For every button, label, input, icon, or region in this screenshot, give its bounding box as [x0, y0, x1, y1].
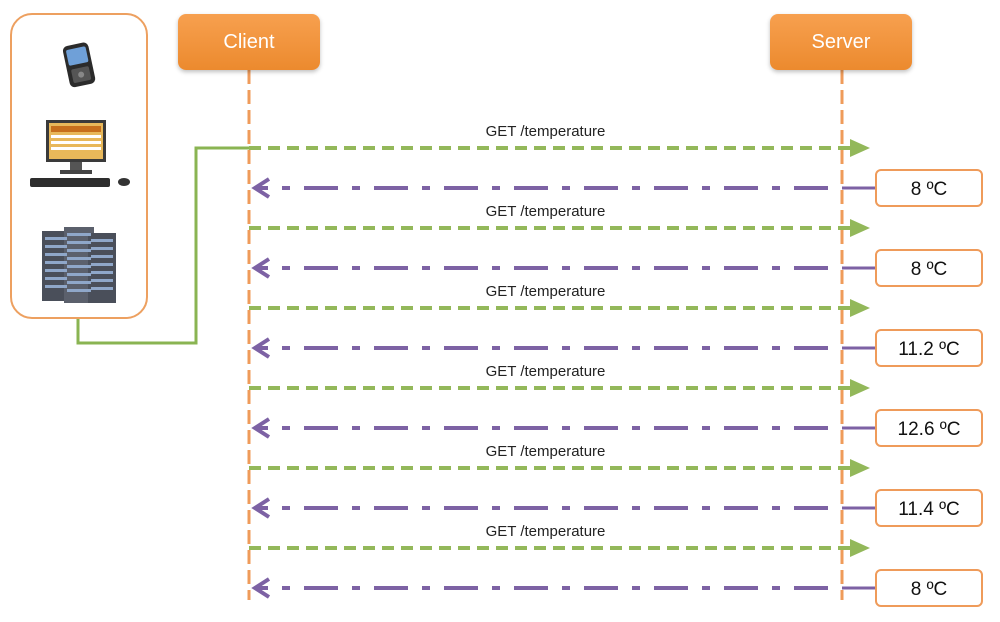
- devices-icons: [30, 42, 130, 303]
- response-arrowhead: [251, 177, 271, 199]
- response-value: 8 ºC: [911, 179, 948, 200]
- message-group: GET /temperature 8 ºC GET /temperature 8 ºC…: [249, 123, 983, 607]
- response-box: [875, 569, 983, 607]
- server-rack-icon: [42, 227, 116, 303]
- request-label: GET /temperature: [486, 523, 606, 540]
- request-arrowhead: [850, 459, 870, 477]
- request-arrowhead: [850, 539, 870, 557]
- request-label: GET /temperature: [486, 363, 606, 380]
- response-value: 11.4 ºC: [898, 499, 960, 520]
- response-arrowhead: [251, 417, 271, 439]
- response-arrowhead: [251, 257, 271, 279]
- device-connector-line: [76, 146, 249, 345]
- response-box: [875, 329, 983, 367]
- response-box: [875, 249, 983, 287]
- response-arrowhead: [251, 497, 271, 519]
- response-box: [875, 489, 983, 527]
- server-label: Server: [811, 30, 871, 53]
- request-label: GET /temperature: [486, 203, 606, 220]
- devices-panel: [10, 13, 148, 319]
- response-box: [875, 169, 983, 207]
- request-arrowhead: [850, 299, 870, 317]
- desktop-computer-icon: [30, 120, 130, 187]
- response-value: 11.2 ºC: [898, 339, 960, 360]
- request-label: GET /temperature: [486, 443, 606, 460]
- request-arrowhead: [850, 139, 870, 157]
- response-arrowhead: [251, 577, 271, 599]
- response-box: [875, 409, 983, 447]
- smartphone-icon: [62, 42, 96, 88]
- client-header: Client: [178, 14, 320, 70]
- request-label: GET /temperature: [486, 283, 606, 300]
- request-arrowhead: [850, 379, 870, 397]
- request-label: GET /temperature: [486, 123, 606, 140]
- request-arrowhead: [850, 219, 870, 237]
- response-value: 8 ºC: [911, 259, 948, 280]
- client-label: Client: [223, 30, 275, 53]
- response-value: 8 ºC: [911, 579, 948, 600]
- server-header: Server: [770, 14, 912, 70]
- response-arrowhead: [251, 337, 271, 359]
- response-value: 12.6 ºC: [898, 419, 961, 440]
